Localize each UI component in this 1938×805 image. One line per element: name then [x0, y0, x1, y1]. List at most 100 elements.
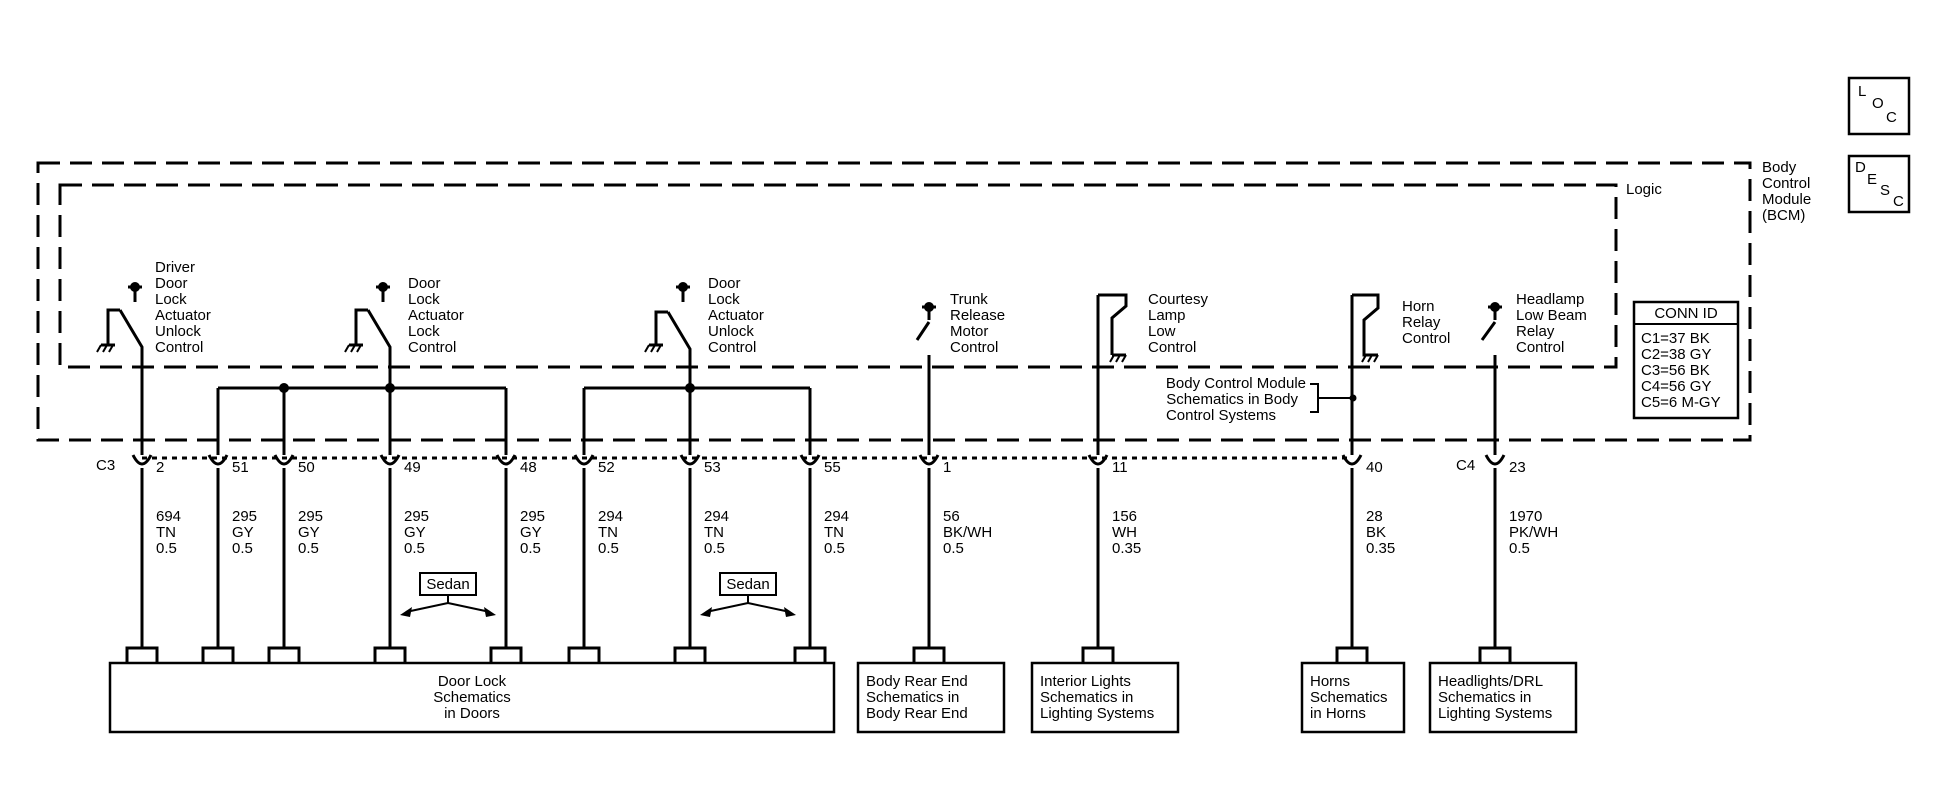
switch-label-headlamp: Headlamp Low Beam Relay Control — [1516, 291, 1587, 356]
pin-number: 1 — [943, 459, 951, 476]
switch-label-line: Lock — [408, 291, 440, 308]
terminal-block — [1478, 646, 1512, 664]
pin-number: 40 — [1366, 459, 1383, 476]
wire-color: TN — [824, 524, 844, 541]
switch-label-line: Driver — [155, 259, 195, 276]
switch-label-line: Lock — [155, 291, 187, 308]
switch-label-line: Lock — [708, 291, 740, 308]
destination-line: Schematics — [1310, 689, 1388, 706]
wire-size: 0.5 — [704, 540, 725, 557]
switch-label-line: Control — [1148, 339, 1196, 356]
logic-boundary — [58, 183, 1618, 369]
terminal-symbol — [1341, 454, 1363, 466]
circuit-number: 294 — [704, 508, 729, 525]
terminal-symbol — [273, 454, 295, 466]
destination-line: Body Rear End — [866, 705, 968, 722]
wire-color: BK/WH — [943, 524, 992, 541]
destination-door-lock[interactable]: Door Lock Schematics in Doors — [108, 661, 836, 734]
wire-color: GY — [404, 524, 426, 541]
switch-label-line: Unlock — [708, 323, 754, 340]
circuit-number: 294 — [824, 508, 849, 525]
terminal-block — [489, 646, 523, 664]
conn-id-row: C4=56 GY — [1641, 378, 1711, 395]
connector-label-c3: C3 — [96, 457, 115, 474]
switch-label-line: Actuator — [408, 307, 464, 324]
destination-line: Schematics — [433, 689, 511, 706]
desc-icon-letter: D — [1855, 159, 1866, 176]
wire-size: 0.5 — [298, 540, 319, 557]
switch-label-line: Control — [1402, 330, 1450, 347]
pin-number: 2 — [156, 459, 164, 476]
loc-icon-letter: C — [1886, 109, 1897, 126]
switch-label-line: Control — [950, 339, 998, 356]
destination-line: in Doors — [444, 705, 500, 722]
pin-number: 55 — [824, 459, 841, 476]
switch-label-line: Actuator — [708, 307, 764, 324]
terminal-block — [267, 646, 301, 664]
switch-label-driver-unlock: Driver Door Lock Actuator Unlock Control — [155, 259, 211, 356]
wire-size: 0.5 — [232, 540, 253, 557]
wire-size: 0.5 — [598, 540, 619, 557]
connector-label-c4: C4 — [1456, 457, 1475, 474]
loc-icon-letter: O — [1872, 95, 1884, 112]
bcm-ref-line: Control Systems — [1166, 407, 1276, 424]
circuit-number: 28 — [1366, 508, 1383, 525]
destination-line: in Horns — [1310, 705, 1366, 722]
loc-icon-letter: L — [1858, 83, 1866, 100]
circuit-number: 56 — [943, 508, 960, 525]
bcm-label-line: Module — [1762, 191, 1811, 208]
destination-headlights[interactable]: Headlights/DRL Schematics in Lighting Sy… — [1428, 661, 1578, 734]
pin-number: 11 — [1112, 459, 1128, 476]
bcm-schematics-reference[interactable]: Body Control Module Schematics in Body C… — [1166, 375, 1357, 424]
terminal-block — [125, 646, 159, 664]
conn-id-row: C2=38 GY — [1641, 346, 1711, 363]
terminal-symbol — [1484, 454, 1506, 466]
destination-line: Body Rear End — [866, 673, 968, 690]
switch-label-line: Control — [708, 339, 756, 356]
circuit-number: 295 — [298, 508, 323, 525]
wire-size: 0.35 — [1366, 540, 1395, 557]
wire-size: 0.5 — [404, 540, 425, 557]
pin-number: 48 — [520, 459, 537, 476]
switch-label-line: Courtesy — [1148, 291, 1209, 308]
destination-line: Schematics in — [1438, 689, 1531, 706]
circuit-number: 295 — [232, 508, 257, 525]
destination-body-rear-end[interactable]: Body Rear End Schematics in Body Rear En… — [856, 661, 1006, 734]
switch-label-line: Door — [408, 275, 441, 292]
bcm-label: Body Control Module (BCM) — [1762, 159, 1811, 224]
circuit-number: 295 — [520, 508, 545, 525]
terminal-block — [373, 646, 407, 664]
conn-id-table: CONN ID C1=37 BK C2=38 GY C3=56 BK C4=56… — [1632, 300, 1740, 420]
wire-color: TN — [704, 524, 724, 541]
wire-color: GY — [520, 524, 542, 541]
destination-line: Schematics in — [1040, 689, 1133, 706]
destination-horns[interactable]: Horns Schematics in Horns — [1300, 661, 1406, 734]
destination-line: Door Lock — [438, 673, 507, 690]
wire-color: PK/WH — [1509, 524, 1558, 541]
circuit-number: 1970 — [1509, 508, 1542, 525]
destination-line: Headlights/DRL — [1438, 673, 1543, 690]
switch-label-line: Release — [950, 307, 1005, 324]
wire-color: GY — [298, 524, 320, 541]
switch-label-line: Motor — [950, 323, 988, 340]
terminal-symbol — [679, 454, 701, 466]
switch-label-line: Relay — [1402, 314, 1441, 331]
pin-number: 52 — [598, 459, 615, 476]
destination-line: Lighting Systems — [1438, 705, 1552, 722]
sedan-option-right: Sedan — [700, 572, 796, 617]
destination-interior-lights[interactable]: Interior Lights Schematics in Lighting S… — [1030, 661, 1180, 734]
switch-label-line: Control — [408, 339, 456, 356]
switch-label-horn: Horn Relay Control — [1402, 298, 1450, 347]
wire-size: 0.5 — [520, 540, 541, 557]
desc-icon[interactable]: D E S C — [1847, 154, 1911, 214]
logic-label: Logic — [1626, 181, 1662, 198]
pin-number: 23 — [1509, 459, 1526, 476]
loc-icon[interactable]: L O C — [1847, 76, 1911, 136]
